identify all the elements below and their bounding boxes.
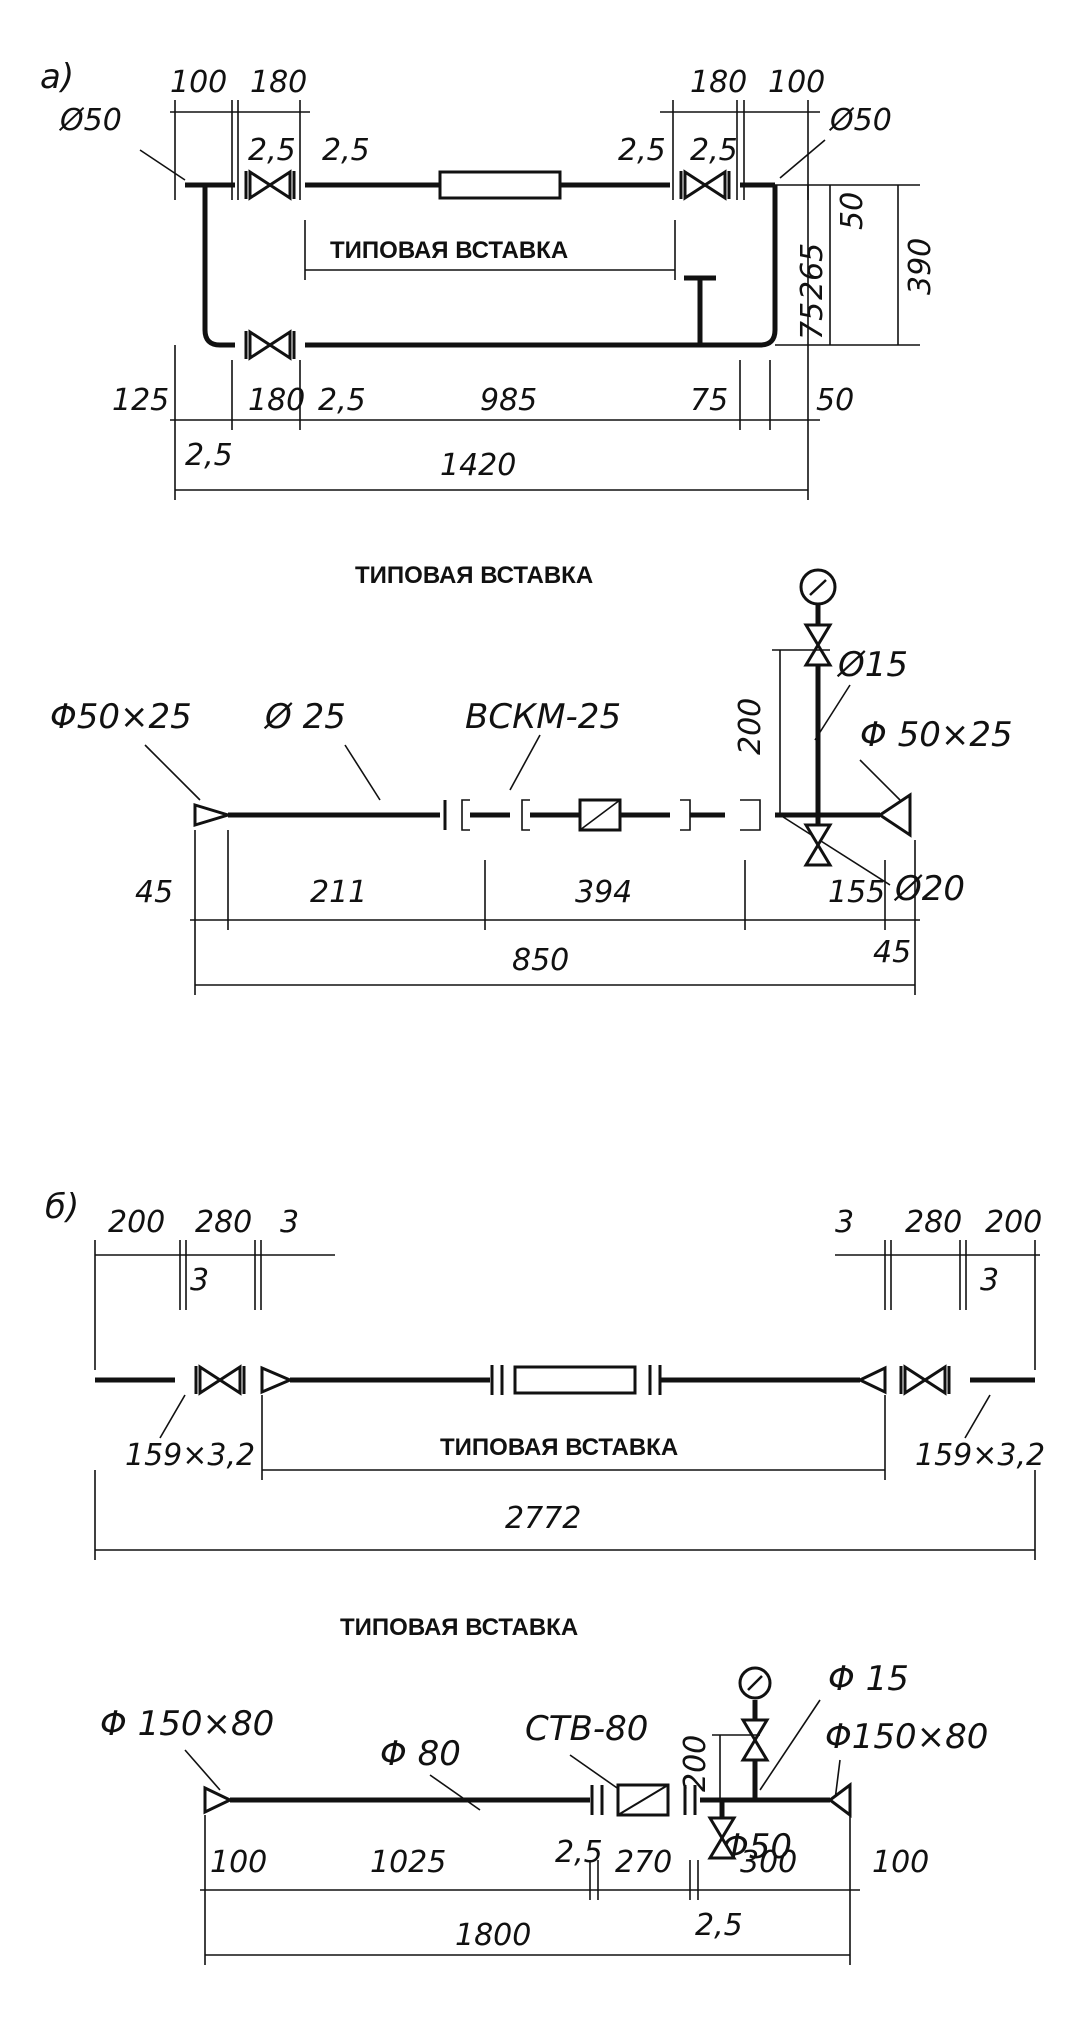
insert-a-title: ТИПОВАЯ ВСТАВКА [355,562,593,589]
insert-b-dim-1025: 1025 [370,1845,446,1880]
dim-b-280-left: 280 [195,1205,252,1240]
insert-b-dim-1800: 1800 [455,1918,531,1953]
insert-b-left-fitting: Φ 150×80 [100,1704,274,1744]
section-b-pipe-left: 159×3,2 [125,1438,255,1473]
insert-b-branch-height: 200 [678,1735,713,1792]
dim-a-390: 390 [903,238,938,295]
insert-a-dim-211: 211 [310,875,367,910]
insert-a-branch-diam: Ø15 [836,645,908,685]
dim-a-25-2: 2,5 [322,133,370,168]
insert-b-dim-100-right: 100 [872,1845,929,1880]
dim-b-3-right-low: 3 [980,1263,999,1298]
section-a-label: а) [40,57,74,97]
section-b-insert-label: ТИПОВАЯ ВСТАВКА [440,1434,678,1461]
dim-a-1420: 1420 [440,448,516,483]
insert-a-tee-diam: Ø20 [893,869,965,909]
insert-b-tee-diam: Φ50 [722,1827,792,1867]
section-b-pipe-right: 159×3,2 [915,1438,1045,1473]
dim-a-265: 265 [795,243,830,300]
section-b-label: б) [45,1187,79,1227]
dim-a-180-right: 180 [690,65,747,100]
insert-a-dim-394: 394 [575,875,632,910]
insert-a-right-fitting: Φ 50×25 [860,715,1013,755]
dim-a-25-low: 2,5 [185,438,233,473]
insert-a-branch-height: 200 [733,698,768,755]
dim-a-100-right: 100 [768,65,825,100]
dim-a-125: 125 [112,383,169,418]
insert-b-right-fitting: Φ150×80 [825,1717,988,1757]
insert-b-dim-270: 270 [615,1845,672,1880]
insert-a-dim-155: 155 [828,875,885,910]
dim-a-25-bottom: 2,5 [318,383,366,418]
insert-b-pipe-diam: Φ 80 [380,1734,461,1774]
insert-b-dim-100-left: 100 [210,1845,267,1880]
insert-b-branch-diam: Φ 15 [828,1659,909,1699]
dim-a-25-3: 2,5 [618,133,666,168]
insert-a: ТИПОВАЯ ВСТАВКА Φ50×25 Ø 25 ВСКМ-25 Φ 50… [50,562,1013,995]
dim-b-280-right: 280 [905,1205,962,1240]
dim-b-200-left: 200 [108,1205,165,1240]
dim-a-50-vert: 50 [835,192,870,230]
dim-a-25-4: 2,5 [690,133,738,168]
dim-b-200-right: 200 [985,1205,1042,1240]
insert-a-meter: ВСКМ-25 [465,697,621,737]
dim-a-180-left: 180 [250,65,307,100]
dim-b-2772: 2772 [505,1501,581,1536]
diam-a-left: Ø50 [58,103,122,138]
insert-b: ТИПОВАЯ ВСТАВКА Φ 150×80 Φ 80 СТВ-80 Φ 1… [100,1614,988,1965]
section-a: а) 100 180 180 100 2,5 2,5 2,5 2,5 Ø50 Ø… [40,57,938,500]
insert-a-pipe-diam: Ø 25 [263,697,346,737]
dim-a-50-bottom: 50 [816,383,854,418]
insert-b-title: ТИПОВАЯ ВСТАВКА [340,1614,578,1641]
dim-a-180-bottom: 180 [248,383,305,418]
insert-b-dim-25-b: 2,5 [695,1908,743,1943]
dim-b-3-right-top: 3 [835,1205,854,1240]
dim-a-100-left: 100 [170,65,227,100]
insert-a-dim-45-left: 45 [135,875,173,910]
section-a-insert-label: ТИПОВАЯ ВСТАВКА [330,237,568,264]
diam-a-right: Ø50 [828,103,892,138]
insert-b-meter: СТВ-80 [525,1709,648,1749]
dim-b-3-left-low: 3 [190,1263,209,1298]
dim-a-75-vert: 75 [795,302,830,340]
section-b: б) 200 280 3 3 3 280 200 3 159×3,2 [45,1187,1045,1560]
dim-a-75: 75 [690,383,728,418]
insert-a-dim-45-right: 45 [873,935,911,970]
insert-b-dim-25-a: 2,5 [555,1835,603,1870]
dim-a-25-1: 2,5 [248,133,296,168]
insert-a-left-fitting: Φ50×25 [50,697,192,737]
dim-b-3-left-top: 3 [280,1205,299,1240]
insert-a-dim-850: 850 [512,943,569,978]
dim-a-985: 985 [480,383,537,418]
insert-b-dim-300: 300 [740,1845,797,1880]
